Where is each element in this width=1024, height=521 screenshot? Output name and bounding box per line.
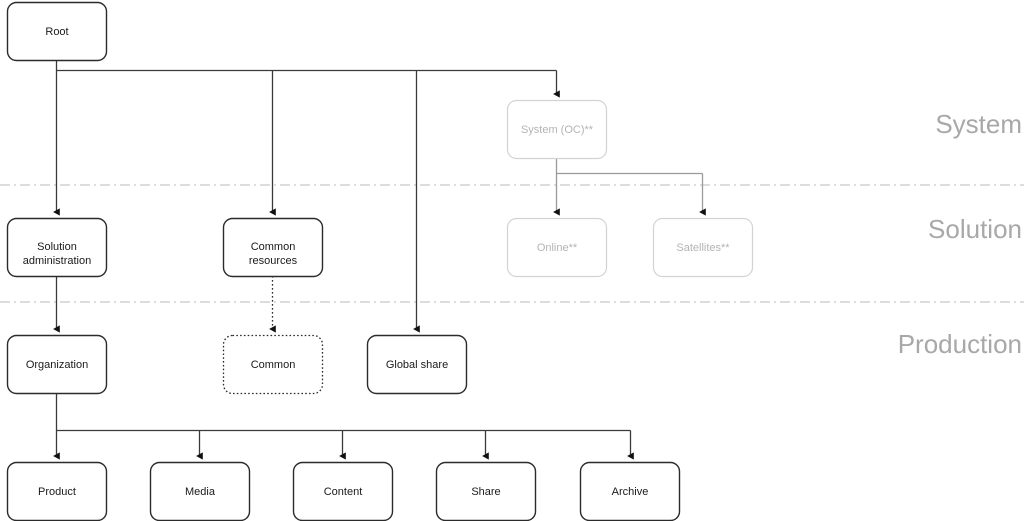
- node-common-shape[interactable]: [222, 334, 324, 395]
- node-organization[interactable]: Organization: [6, 334, 108, 395]
- node-system-oc-shape[interactable]: [506, 99, 608, 160]
- node-system-oc-label: System (OC)**: [521, 124, 594, 136]
- node-satellites-shape[interactable]: [652, 217, 754, 278]
- node-global-share-shape[interactable]: [366, 334, 468, 395]
- node-online-shape[interactable]: [506, 217, 608, 278]
- node-root-label: Root: [45, 26, 68, 38]
- node-archive[interactable]: Archive: [579, 461, 681, 521]
- node-organization-label: Organization: [26, 359, 88, 371]
- node-media[interactable]: Media: [149, 461, 251, 521]
- node-solution-admin-shape[interactable]: [6, 217, 108, 278]
- zone-label-system: System: [935, 109, 1022, 139]
- zone-label-solution: Solution: [928, 214, 1022, 244]
- zone-label-production: Production: [898, 329, 1022, 359]
- node-online-label: Online**: [537, 242, 578, 254]
- node-content-label: Content: [324, 486, 363, 498]
- edges-layer: [53, 60, 706, 460]
- node-share[interactable]: Share: [435, 461, 537, 521]
- node-product[interactable]: Product: [6, 461, 108, 521]
- node-common-label: Common: [251, 359, 296, 371]
- node-system-oc[interactable]: System (OC)**: [506, 99, 608, 160]
- node-organization-shape[interactable]: [6, 334, 108, 395]
- node-archive-label: Archive: [612, 486, 649, 498]
- node-satellites[interactable]: Satellites**: [652, 217, 754, 278]
- node-global-share[interactable]: Global share: [366, 334, 468, 395]
- node-online[interactable]: Online**: [506, 217, 608, 278]
- zone-labels-layer: System Solution Production: [898, 109, 1022, 359]
- node-media-label: Media: [185, 486, 216, 498]
- node-common[interactable]: Common: [222, 334, 324, 395]
- node-satellites-label: Satellites**: [676, 242, 730, 254]
- node-product-label: Product: [38, 486, 76, 498]
- node-content[interactable]: Content: [292, 461, 394, 521]
- node-common-resources-shape[interactable]: [222, 217, 324, 278]
- node-root[interactable]: Root: [6, 1, 108, 62]
- node-share-label: Share: [471, 486, 500, 498]
- node-root-shape[interactable]: [6, 1, 108, 62]
- node-global-share-label: Global share: [386, 359, 448, 371]
